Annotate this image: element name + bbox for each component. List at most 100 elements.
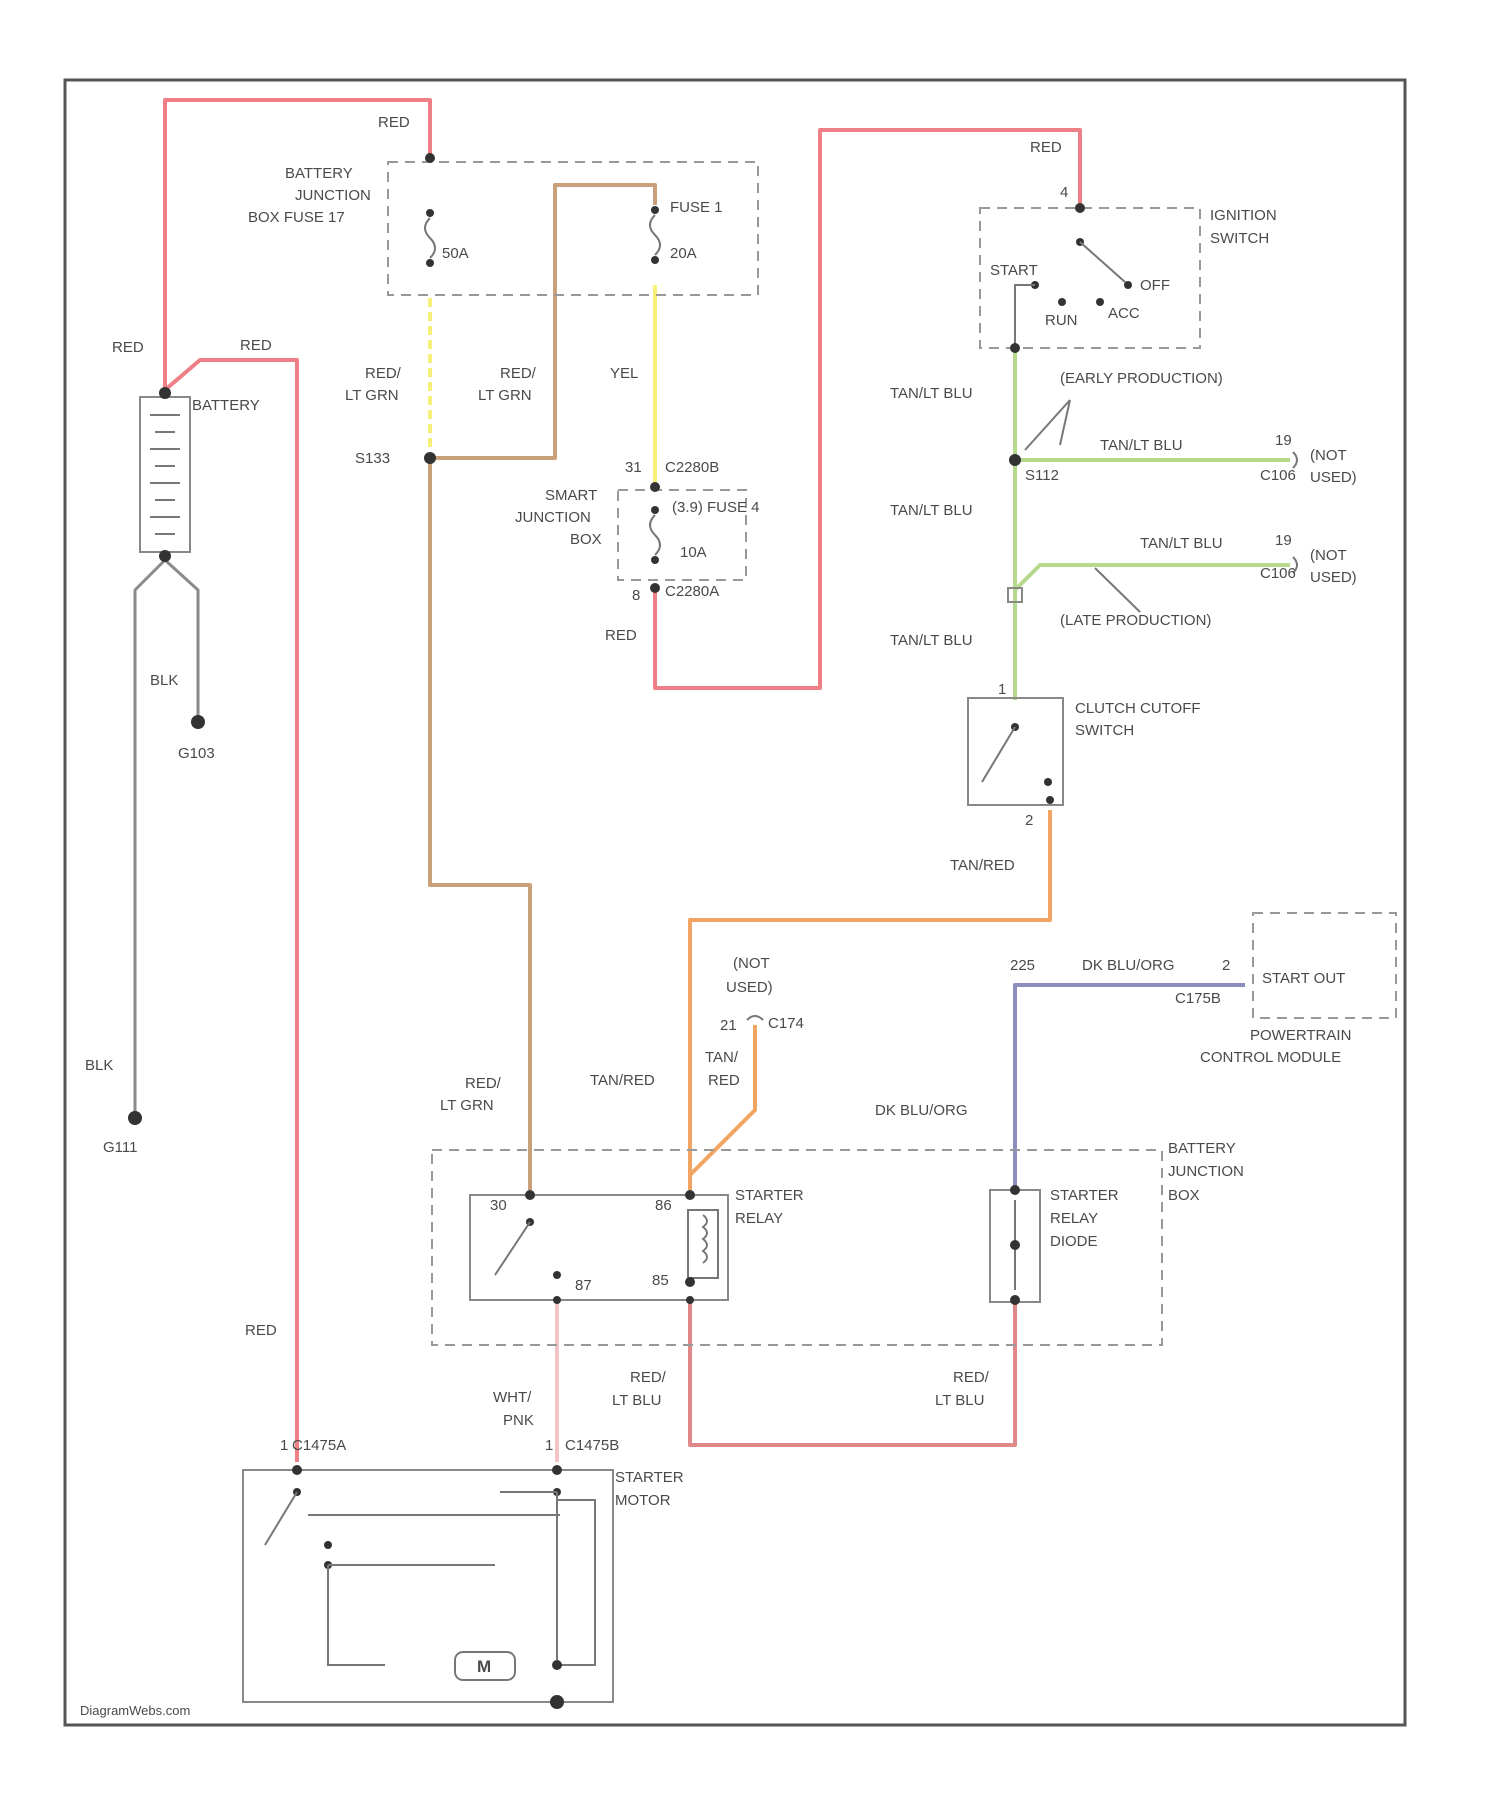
notused-connector-1 bbox=[1293, 452, 1297, 468]
label-ign-1: IGNITION bbox=[1210, 207, 1277, 224]
label-s112: S112 bbox=[1025, 467, 1059, 484]
label-rlb1b: LT BLU bbox=[612, 1392, 661, 1409]
label-bjb-1: BATTERY bbox=[285, 165, 353, 182]
sjb-fuse-4-icon bbox=[650, 482, 660, 593]
fuse-17-icon bbox=[425, 153, 435, 267]
starter-relay-diode-icon bbox=[990, 1185, 1040, 1305]
wire-blk-g111 bbox=[135, 560, 165, 1115]
label-late: (LATE PRODUCTION) bbox=[1060, 612, 1211, 629]
label-fuse1: FUSE 1 bbox=[670, 199, 723, 216]
label-g103: G103 bbox=[178, 745, 215, 762]
label-ign-acc: ACC bbox=[1108, 305, 1140, 322]
starter-relay-icon bbox=[470, 1190, 728, 1304]
label-c1a: C106 bbox=[1260, 467, 1296, 484]
label-red-top: RED bbox=[378, 114, 410, 131]
label-starter-pin1: 1 bbox=[280, 1437, 288, 1454]
wire-red-lt-grn-s133-fuse1 bbox=[430, 185, 655, 458]
label-whtpnk-b: PNK bbox=[503, 1412, 534, 1429]
label-ign-start: START bbox=[990, 262, 1038, 279]
label-red-sjb: RED bbox=[605, 627, 637, 644]
battery-icon bbox=[140, 387, 190, 562]
label-red-starter: RED bbox=[245, 1322, 277, 1339]
label-rlg1a: RED/ bbox=[365, 365, 402, 382]
label-c1a-pin: 19 bbox=[1275, 432, 1292, 449]
label-relay-86: 86 bbox=[655, 1197, 672, 1214]
diagram-frame bbox=[65, 80, 1405, 1725]
label-rlg2a: RED/ bbox=[500, 365, 537, 382]
label-bjb2-1: BATTERY bbox=[1168, 1140, 1236, 1157]
label-c174: C174 bbox=[768, 1015, 804, 1032]
label-s133: S133 bbox=[355, 450, 390, 467]
splice-s112-icon bbox=[1009, 454, 1021, 466]
label-relay-1: STARTER bbox=[735, 1187, 804, 1204]
label-c1b-pin: 19 bbox=[1275, 532, 1292, 549]
label-diode-3: DIODE bbox=[1050, 1233, 1098, 1250]
label-ccs-1: CLUTCH CUTOFF bbox=[1075, 700, 1201, 717]
fuse-1-icon bbox=[650, 206, 660, 264]
label-g111: G111 bbox=[103, 1139, 137, 1156]
label-pcm-2: CONTROL MODULE bbox=[1200, 1049, 1341, 1066]
label-tanred3a: TAN/ bbox=[705, 1049, 739, 1066]
label-notused3a: (NOT bbox=[733, 955, 770, 972]
label-tlb2: TAN/LT BLU bbox=[1100, 437, 1183, 454]
label-sjb-pin-top: 31 bbox=[625, 459, 642, 476]
label-pcm-conn: C175B bbox=[1175, 990, 1221, 1007]
label-ign-2: SWITCH bbox=[1210, 230, 1269, 247]
label-diode-2: RELAY bbox=[1050, 1210, 1098, 1227]
label-pcm-pin: 2 bbox=[1222, 957, 1230, 974]
label-tlb4: TAN/LT BLU bbox=[1140, 535, 1223, 552]
wire-blk-g103 bbox=[165, 560, 198, 720]
label-pcm-1: POWERTRAIN bbox=[1250, 1027, 1351, 1044]
label-pcm-startout: START OUT bbox=[1262, 970, 1345, 987]
label-tlb1: TAN/LT BLU bbox=[890, 385, 973, 402]
label-tanred2: TAN/RED bbox=[590, 1072, 655, 1089]
wire-red-battery-starter bbox=[165, 360, 297, 1462]
label-sjb-2: JUNCTION bbox=[515, 509, 591, 526]
starter-motor-icon bbox=[243, 1465, 613, 1709]
label-rlg2b: LT GRN bbox=[478, 387, 532, 404]
label-dbo1: DK BLU/ORG bbox=[1082, 957, 1175, 974]
label-fuse17-rating: 50A bbox=[442, 245, 469, 262]
wire-red-battery-fuse bbox=[165, 100, 430, 395]
label-rlb1a: RED/ bbox=[630, 1369, 667, 1386]
label-c174-pin: 21 bbox=[720, 1017, 737, 1034]
bjb-fuse-box bbox=[388, 162, 758, 295]
label-blk2: BLK bbox=[85, 1057, 113, 1074]
label-early: (EARLY PRODUCTION) bbox=[1060, 370, 1223, 387]
label-notused2b: USED) bbox=[1310, 569, 1357, 586]
label-ccs-pin-bot: 2 bbox=[1025, 812, 1033, 829]
label-relay-85: 85 bbox=[652, 1272, 669, 1289]
label-notused1b: USED) bbox=[1310, 469, 1357, 486]
label-dbo2: DK BLU/ORG bbox=[875, 1102, 968, 1119]
label-sjb-3: BOX bbox=[570, 531, 602, 548]
label-diode-1: STARTER bbox=[1050, 1187, 1119, 1204]
label-sjb-conn-bot: C2280A bbox=[665, 583, 719, 600]
label-ccs-2: SWITCH bbox=[1075, 722, 1134, 739]
label-red-bat2: RED bbox=[240, 337, 272, 354]
label-notused3b: USED) bbox=[726, 979, 773, 996]
label-tanred3b: RED bbox=[708, 1072, 740, 1089]
wire-dk-blu-org bbox=[1015, 985, 1245, 1190]
label-starter-2: MOTOR bbox=[615, 1492, 671, 1509]
label-yel: YEL bbox=[610, 365, 638, 382]
label-fuse1-rating: 20A bbox=[670, 245, 697, 262]
ground-g111-icon bbox=[128, 1111, 142, 1125]
label-starter-pin2: 1 bbox=[545, 1437, 553, 1454]
label-rlg1b: LT GRN bbox=[345, 387, 399, 404]
label-starter-1: STARTER bbox=[615, 1469, 684, 1486]
label-whtpnk-a: WHT/ bbox=[493, 1389, 532, 1406]
label-rlg3b: LT GRN bbox=[440, 1097, 494, 1114]
label-sjb-fuse: (3.9) FUSE 4 bbox=[672, 499, 760, 516]
wire-tan-red-notused bbox=[690, 1025, 755, 1175]
clutch-cutoff-switch-icon bbox=[968, 698, 1063, 805]
label-bjb-2: JUNCTION bbox=[295, 187, 371, 204]
label-rlg3a: RED/ bbox=[465, 1075, 502, 1092]
label-rlb2b: LT BLU bbox=[935, 1392, 984, 1409]
watermark: DiagramWebs.com bbox=[80, 1703, 190, 1718]
label-bjb-3: BOX FUSE 17 bbox=[248, 209, 345, 226]
label-bjb2-2: JUNCTION bbox=[1168, 1163, 1244, 1180]
label-red-bat1: RED bbox=[112, 339, 144, 356]
label-motor-m: M bbox=[477, 1657, 491, 1676]
label-tlb3: TAN/LT BLU bbox=[890, 502, 973, 519]
